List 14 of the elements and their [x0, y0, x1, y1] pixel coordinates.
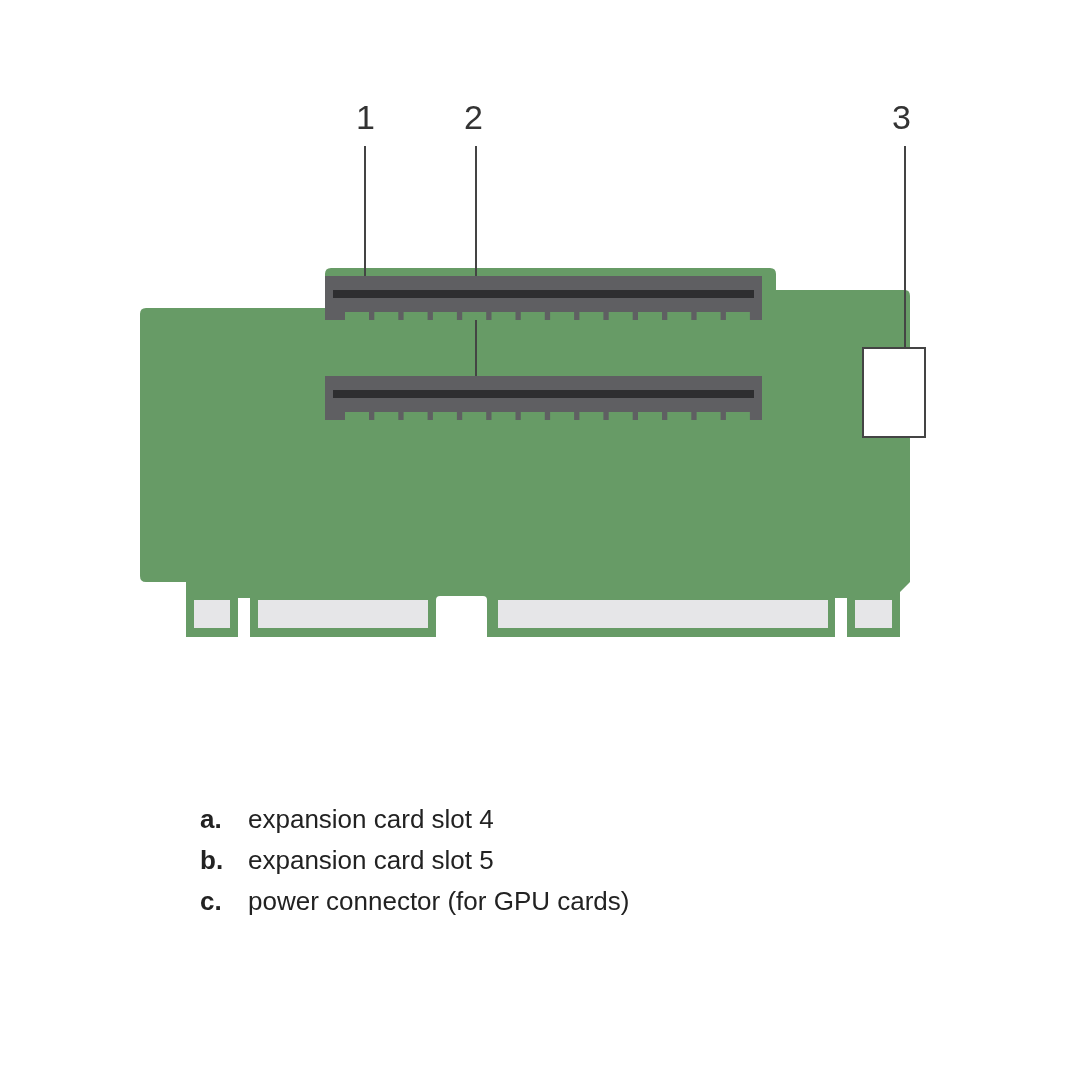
list-letter: c. — [200, 888, 222, 914]
expansion-slot — [325, 276, 762, 320]
power-connector — [862, 347, 926, 438]
callout-number: 1 — [356, 100, 375, 134]
part-description: expansion card slot 5 — [248, 847, 494, 873]
leader-line — [364, 145, 366, 277]
callout-number: 3 — [892, 100, 911, 134]
part-description: power connector (for GPU cards) — [248, 888, 630, 914]
expansion-slot — [325, 376, 762, 420]
callout-number: 2 — [464, 100, 483, 134]
leader-line — [904, 145, 906, 348]
list-letter: a. — [200, 806, 222, 832]
list-letter: b. — [200, 847, 224, 873]
part-description: expansion card slot 4 — [248, 806, 494, 832]
